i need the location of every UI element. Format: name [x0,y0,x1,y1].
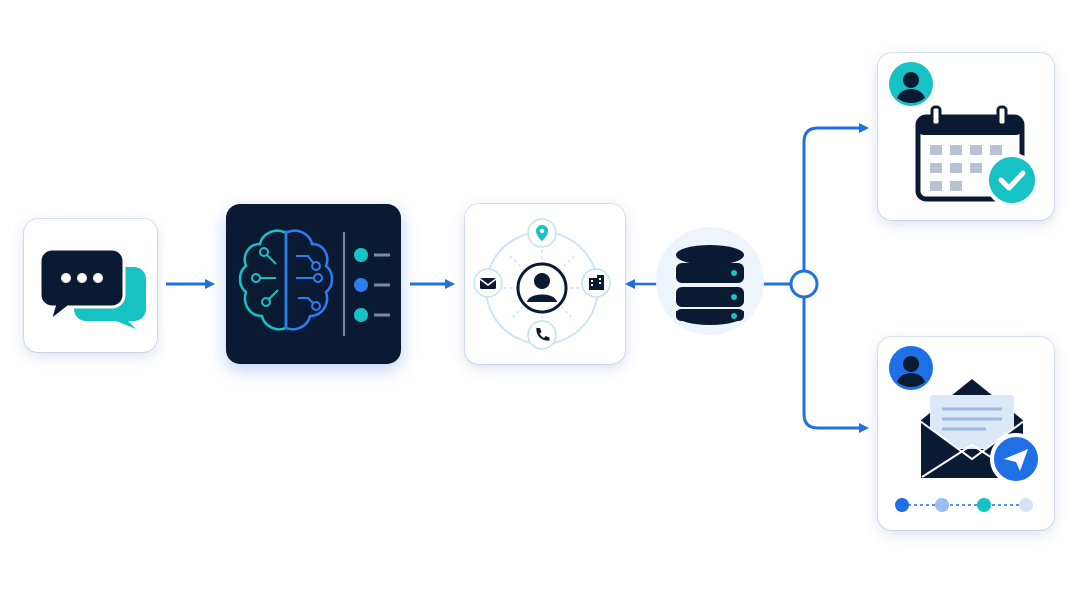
database-icon [676,245,744,325]
chat-bubbles-icon [38,247,146,329]
phone-icon [527,320,557,350]
calendar-check-icon [915,105,1039,207]
avatar-teal-icon [889,62,933,106]
chat-node [24,219,157,352]
avatar-blue-icon [889,346,933,390]
ai-node [226,204,401,364]
mail-icon [473,268,503,298]
database-node [656,227,764,335]
location-pin-icon [527,218,557,248]
schedule-node [878,53,1054,220]
building-icon [581,268,611,298]
email-node [878,337,1054,530]
branch-to-email [802,298,869,433]
branch-to-schedule [802,123,869,270]
progress-steps [895,498,1033,512]
branch-junction [789,269,819,299]
contact-node [465,204,625,364]
brain-circuit-icon [238,229,390,336]
envelope-send-icon [919,379,1042,485]
